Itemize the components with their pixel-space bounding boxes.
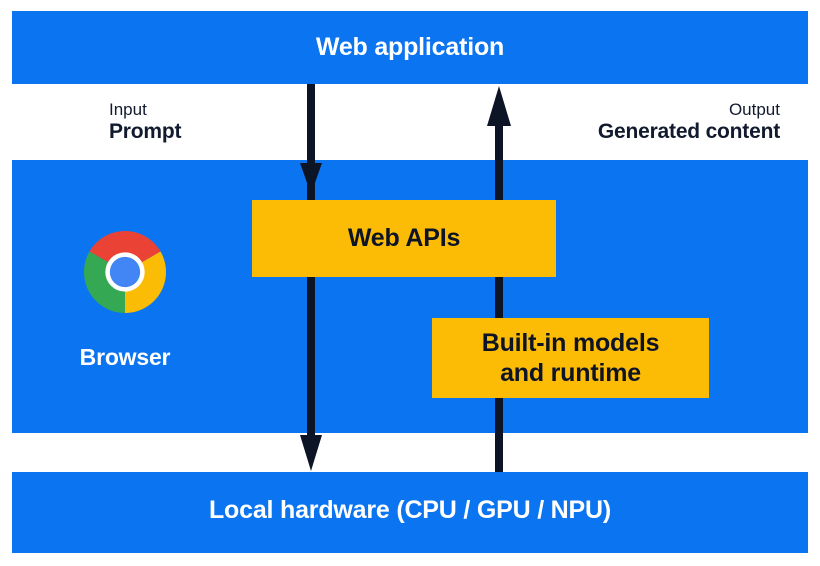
output-value: Generated content <box>597 120 780 144</box>
local-hardware-band <box>12 472 808 553</box>
web-apis-label: Web APIs <box>347 224 461 252</box>
input-kind: Input <box>109 100 147 119</box>
chrome-logo-icon <box>84 231 166 313</box>
web-apis-box[interactable]: Web APIs <box>252 200 556 277</box>
builtin-models-label: Built-in models and runtime <box>482 328 660 389</box>
browser-label: Browser <box>79 344 171 370</box>
input-flow-arrow <box>295 84 335 479</box>
local-hardware-title: Local hardware (CPU / GPU / NPU) <box>208 496 611 524</box>
output-kind: Output <box>728 100 780 119</box>
web-application-title: Web application <box>315 33 505 61</box>
builtin-models-line-1: Built-in models <box>481 328 660 357</box>
web-application-band <box>12 11 808 84</box>
output-flow-arrow <box>482 86 522 481</box>
builtin-models-box[interactable]: Built-in models and runtime <box>432 318 709 398</box>
input-label: Input Prompt <box>109 100 182 145</box>
output-label: Output Generated content <box>598 100 780 145</box>
builtin-models-line-2: and runtime <box>500 359 641 387</box>
input-value: Prompt <box>109 120 182 144</box>
